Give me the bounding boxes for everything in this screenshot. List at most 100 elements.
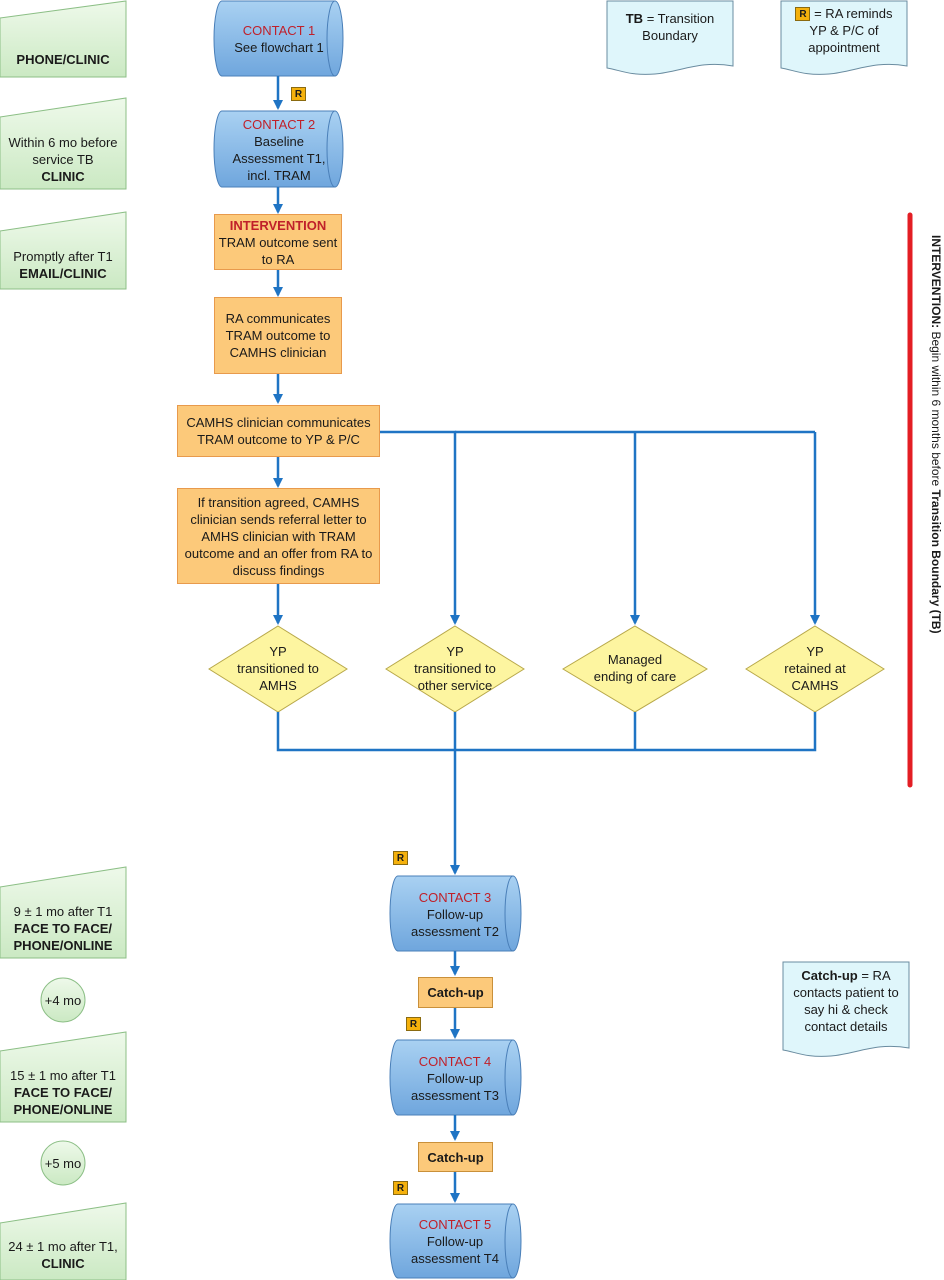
contact-2: CONTACT 2 Baseline Assessment T1, incl. … [218,114,340,186]
legend-reminder: R = RA reminds YP & P/C of appointment [781,3,907,57]
step-text: TRAM outcome to [225,328,331,343]
contact-title: CONTACT 2 [242,117,316,132]
reminder-badge: R [406,1017,421,1031]
step-text: RA communicates [225,311,331,326]
legend-definition: Boundary [642,28,698,43]
step-text: CAMHS clinician [229,345,327,360]
contact-text: Baseline [254,134,304,149]
step-text: AMHS clinician with TRAM [201,528,356,544]
left-label-timing: 9 ± 1 mo after T1 [13,903,113,919]
left-label-mode: EMAIL/CLINIC [19,266,107,281]
step-text: discuss findings [232,562,325,578]
reminder-badge: R [291,87,306,101]
legend-line: Catch-up = RA [801,967,890,984]
contact-text: incl. TRAM [247,168,311,183]
legend-definition: contacts patient to [793,985,899,1000]
intervention-side-note: INTERVENTION: Begin within 6 months befo… [925,235,944,655]
contact-title: CONTACT 3 [418,889,492,905]
left-label-mode: CLINIC [41,1256,85,1271]
side-note-text: INTERVENTION: Begin within 6 months befo… [929,235,943,634]
legend-definition: = RA [857,968,891,983]
legend-definition: say hi & check [804,1002,888,1017]
legend-term: TB [625,11,644,26]
legend-definition: = RA reminds [810,5,893,21]
left-label-timing: Promptly after T1 [13,249,113,264]
left-label-contact1: PHONE/CLINIC [0,40,126,78]
connector-arrows [273,76,820,1203]
left-label-mode: PHONE/ONLINE [13,1101,113,1117]
step-text: clinician sends referral letter to [190,511,367,527]
left-label-contact4: 15 ± 1 mo after T1 FACE TO FACE/ PHONE/O… [0,1059,126,1125]
contact-5: CONTACT 5 Follow-up assessment T4 [394,1213,516,1269]
contact-4: CONTACT 4 Follow-up assessment T3 [394,1050,516,1106]
left-label-intervention: Promptly after T1 EMAIL/CLINIC [0,240,126,290]
outcome-text: YP [806,643,824,659]
left-label-mode: FACE TO FACE/ [14,920,112,936]
interval-circle-1: +4 mo [41,978,85,1022]
referral-step: If transition agreed, CAMHS clinician se… [177,488,380,584]
contact-title: CONTACT 5 [418,1216,492,1232]
legend-term: Catch-up [801,968,858,983]
outcome-managed-ending: Managed ending of care [575,648,695,688]
legend-definition: appointment [808,39,880,55]
contact-text: assessment T3 [411,1087,499,1103]
interval-label: +5 mo [44,1155,82,1171]
catch-up-label: Catch-up [427,985,484,1000]
step-text: TRAM outcome sent [218,234,338,250]
outcome-text: transitioned to [414,660,496,676]
catch-up-1: Catch-up [418,977,493,1008]
outcome-transitioned-other: YP transitioned to other service [395,640,515,696]
outcome-retained-camhs: YP retained at CAMHS [755,640,875,696]
legend-definition: = Transition [643,11,715,26]
left-label-mode: CLINIC [41,168,85,184]
outcome-text: other service [417,677,493,693]
outcome-text: YP [446,643,464,659]
reminder-badge: R [393,851,408,865]
legend-tb: TB = Transition Boundary [607,6,733,48]
left-label-timing: service TB [32,151,94,167]
side-note-bold: Transition Boundary (TB) [929,489,943,634]
contact-3: CONTACT 3 Follow-up assessment T2 [394,886,516,942]
contact-title: CONTACT 4 [418,1053,492,1069]
outcome-text: YP [269,643,287,659]
left-label-contact2: Within 6 mo before service TB CLINIC [0,126,126,192]
outcome-text: retained at [784,660,846,676]
legend-line: TB = Transition [626,10,715,27]
left-label-timing: 15 ± 1 mo after T1 [10,1067,116,1083]
outcome-transitioned-amhs: YP transitioned to AMHS [218,640,338,696]
step-text: outcome and an offer from RA to [184,545,373,561]
camhs-communicates-step: CAMHS clinician communicates TRAM outcom… [177,405,380,457]
interval-circle-2: +5 mo [41,1141,85,1185]
contact-cylinders [213,0,522,1279]
legend-catch-up: Catch-up = RA contacts patient to say hi… [783,965,909,1037]
legend-definition: contact details [804,1019,888,1034]
step-text: to RA [261,251,295,267]
catch-up-2: Catch-up [418,1142,493,1172]
interval-label: +4 mo [44,992,82,1008]
contact-text: See flowchart 1 [234,40,324,55]
left-label-contact3: 9 ± 1 mo after T1 FACE TO FACE/ PHONE/ON… [0,895,126,961]
step-title: INTERVENTION [229,217,327,233]
legend-line: R = RA reminds [795,5,893,22]
legend-definition: YP & P/C of [809,22,879,38]
contact-text: Follow-up [426,906,484,922]
step-text: CAMHS clinician communicates [186,415,371,430]
side-note-bold: INTERVENTION: [929,235,943,329]
contact-text: assessment T4 [411,1250,499,1266]
outcome-text: Managed [607,652,663,667]
outcome-text: AMHS [259,677,297,693]
outcome-text: CAMHS [791,677,839,693]
ra-communicates-step: RA communicates TRAM outcome to CAMHS cl… [214,297,342,374]
side-note-plain: Begin within 6 months before [929,328,943,490]
left-label-mode: FACE TO FACE/ [14,1084,112,1100]
catch-up-label: Catch-up [427,1149,484,1165]
legend-doc-shapes [606,0,910,1057]
contact-text: Follow-up [426,1233,484,1249]
left-label-mode: PHONE/CLINIC [16,51,110,67]
outcome-text: ending of care [593,669,677,684]
left-label-timing: 24 ± 1 mo after T1, [8,1239,118,1254]
outcome-diamonds [208,625,885,713]
intervention-step: INTERVENTION TRAM outcome sent to RA [214,214,342,270]
left-label-timing: Within 6 mo before [8,134,118,150]
